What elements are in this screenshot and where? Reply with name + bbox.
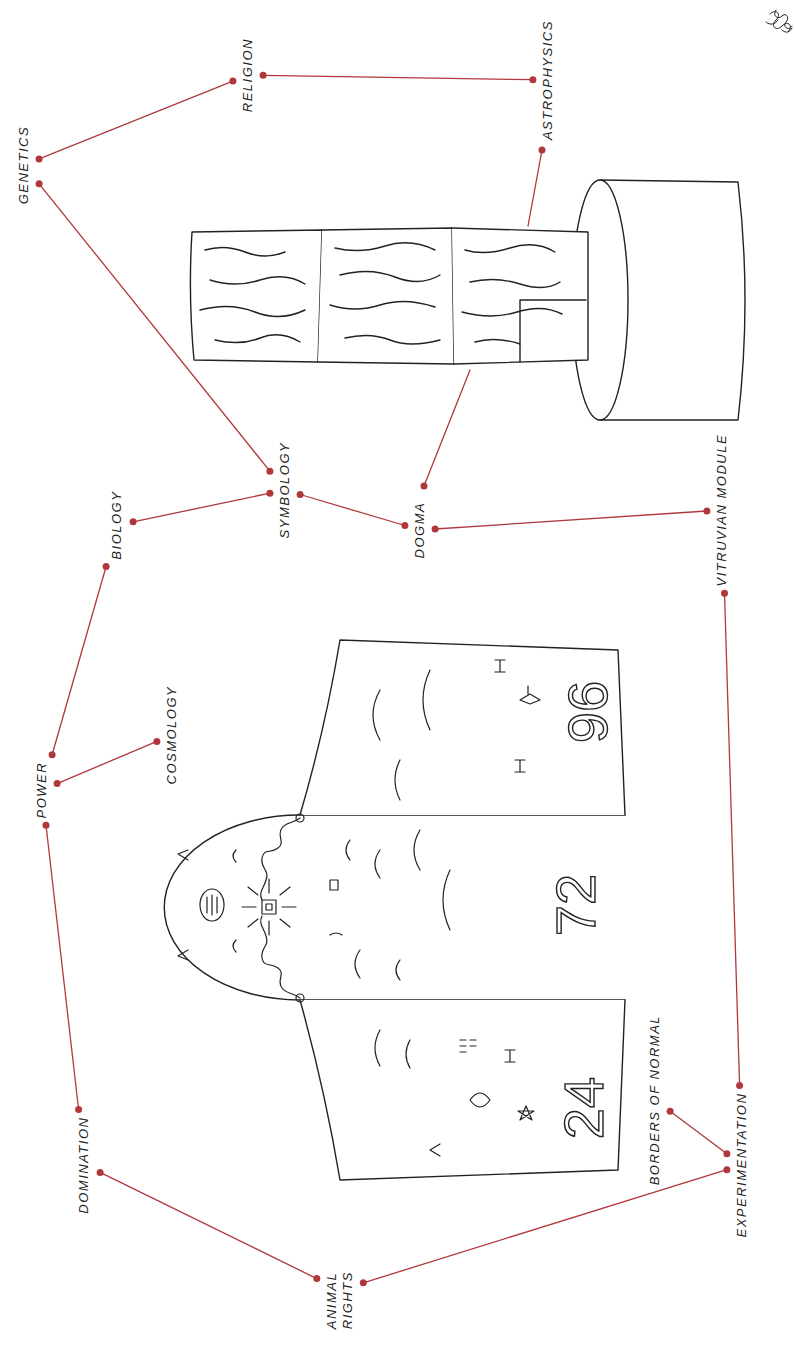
edge-dot bbox=[313, 1275, 320, 1282]
concept-text: BORDERS OF NORMAL bbox=[647, 1015, 663, 1185]
edge-dot bbox=[703, 508, 710, 515]
concept-link bbox=[363, 1170, 727, 1283]
edge-dot bbox=[260, 72, 267, 79]
edge-dot bbox=[130, 518, 137, 525]
concept-label: GENETICS bbox=[16, 126, 32, 204]
concept-link bbox=[57, 741, 157, 783]
edge-dot bbox=[736, 1082, 743, 1089]
edge-dot bbox=[297, 491, 304, 498]
edge-dot bbox=[49, 751, 56, 758]
edge-dot bbox=[432, 526, 439, 533]
edge-dot bbox=[266, 490, 273, 497]
edge-dot bbox=[103, 563, 110, 570]
concept-text: GENETICS bbox=[16, 126, 32, 204]
concept-label: RELIGION bbox=[240, 38, 256, 112]
edge-dot bbox=[401, 522, 408, 529]
concept-link bbox=[300, 495, 405, 526]
edge-dot bbox=[667, 1108, 674, 1115]
leader-line bbox=[424, 370, 470, 486]
concept-label: POWER bbox=[34, 762, 50, 819]
concept-label: SYMBOLOGY bbox=[277, 442, 293, 539]
edge-dot bbox=[721, 590, 728, 597]
concept-text: VITRUVIAN MODULE bbox=[714, 434, 730, 587]
leader-line bbox=[528, 150, 542, 226]
concept-label: BIOLOGY bbox=[110, 490, 126, 559]
concept-text: BIOLOGY bbox=[110, 490, 126, 559]
concept-label: COSMOLOGY bbox=[164, 686, 180, 785]
concept-link bbox=[39, 81, 233, 159]
edge-dot bbox=[266, 468, 273, 475]
concept-text: ANIMAL RIGHTS bbox=[324, 1251, 357, 1329]
concept-link bbox=[39, 184, 270, 471]
concept-label: DOGMA bbox=[412, 502, 428, 559]
knot-symbol bbox=[766, 10, 792, 32]
concept-text: ASTROPHYSICS bbox=[540, 20, 556, 140]
edge-dot bbox=[75, 1106, 82, 1113]
triptych-ornament bbox=[178, 660, 540, 1156]
leader-dot bbox=[539, 147, 546, 154]
edge-dot bbox=[360, 1279, 367, 1286]
edge-dot bbox=[36, 155, 43, 162]
concept-text: RELIGION bbox=[240, 38, 256, 112]
concept-text: DOMINATION bbox=[77, 1116, 93, 1213]
edge-dot bbox=[36, 180, 43, 187]
concept-label: ASTROPHYSICS bbox=[540, 20, 556, 140]
edge-dot bbox=[723, 1150, 730, 1157]
concept-label: EXPERIMENTATION bbox=[734, 1093, 750, 1238]
concept-text: SYMBOLOGY bbox=[277, 442, 293, 539]
concept-label: VITRUVIAN MODULE bbox=[714, 434, 730, 587]
concept-link bbox=[670, 1111, 727, 1153]
concept-text: COSMOLOGY bbox=[164, 686, 180, 785]
column-plinth bbox=[572, 180, 745, 420]
leader-dot bbox=[421, 483, 428, 490]
concept-link bbox=[263, 75, 533, 79]
edge-dot bbox=[153, 738, 160, 745]
concept-label: BORDERS OF NORMAL bbox=[647, 1015, 663, 1185]
concept-text: POWER bbox=[34, 762, 50, 819]
concept-link bbox=[52, 567, 106, 755]
concept-text: DOGMA bbox=[412, 502, 428, 559]
concept-label: DOMINATION bbox=[77, 1116, 93, 1213]
panel-number: 24 bbox=[556, 1077, 612, 1139]
leader-lines bbox=[421, 147, 546, 490]
concept-link bbox=[46, 825, 79, 1109]
edge-dot bbox=[97, 1169, 104, 1176]
edge-dot bbox=[529, 76, 536, 83]
panel-number: 72 bbox=[548, 874, 604, 936]
edge-dot bbox=[723, 1166, 730, 1173]
concept-link bbox=[435, 511, 707, 529]
edge-dot bbox=[229, 78, 236, 85]
panel-number: 96 bbox=[560, 681, 616, 743]
concept-link bbox=[100, 1172, 317, 1278]
concept-label: ANIMAL RIGHTS bbox=[324, 1251, 357, 1329]
column-shaft bbox=[190, 228, 588, 364]
concept-link bbox=[725, 593, 740, 1085]
edge-dot bbox=[54, 780, 61, 787]
concept-text: EXPERIMENTATION bbox=[734, 1093, 750, 1238]
concept-link bbox=[133, 493, 270, 522]
edge-dot bbox=[43, 822, 50, 829]
triptych bbox=[164, 640, 625, 1180]
